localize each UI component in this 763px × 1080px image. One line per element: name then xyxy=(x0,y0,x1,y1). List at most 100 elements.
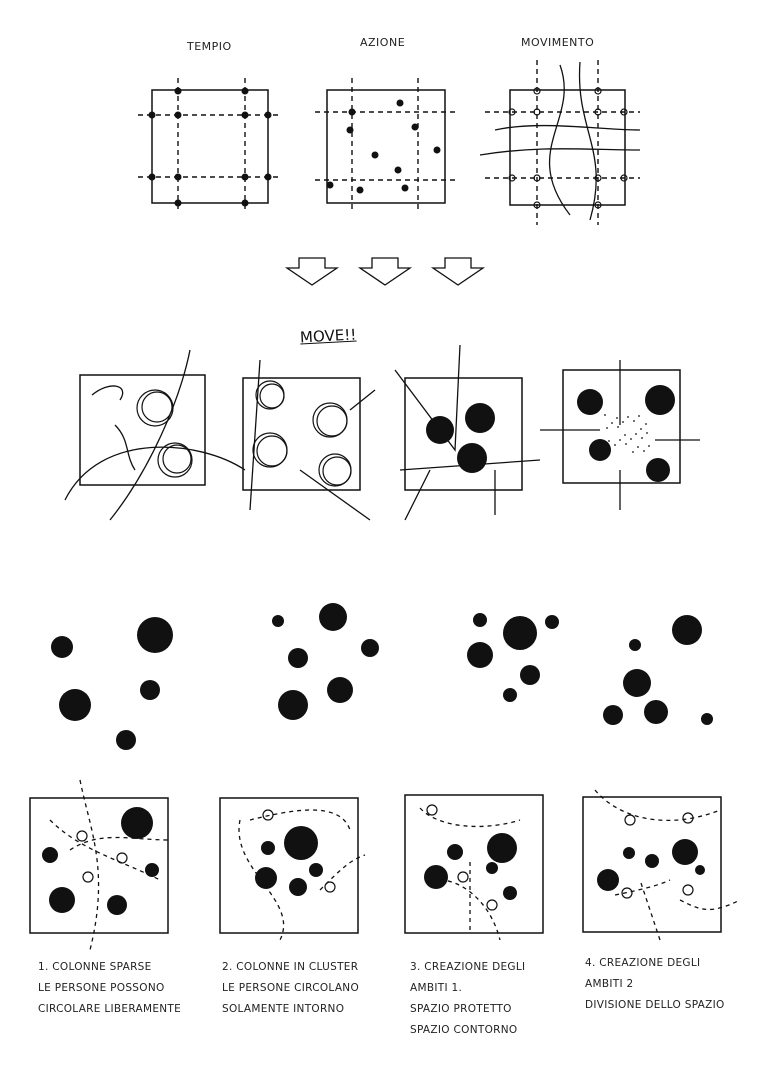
down-arrow-icon xyxy=(357,257,413,286)
crowd-dot xyxy=(611,422,613,424)
column-blob xyxy=(545,615,559,629)
caption-line: LE PERSONE POSSONO xyxy=(38,982,165,994)
column-dot xyxy=(623,847,635,859)
crowd-dot xyxy=(648,445,650,447)
column-blob xyxy=(137,617,173,653)
crowd-dot xyxy=(606,427,608,429)
movement-path xyxy=(639,879,661,941)
down-arrow-icon xyxy=(430,257,486,286)
caption-line: 3. CREAZIONE DEGLI xyxy=(410,961,526,973)
column-blob xyxy=(116,730,136,750)
column-dot xyxy=(264,173,272,181)
person-icon xyxy=(457,871,469,883)
column-ring xyxy=(620,108,628,116)
movement-path xyxy=(249,809,351,831)
column-ring xyxy=(508,108,516,116)
crowd-dot xyxy=(646,432,648,434)
column-blob xyxy=(672,615,702,645)
column-blob xyxy=(603,705,623,725)
column-blob xyxy=(59,689,91,721)
movement-path xyxy=(69,836,171,851)
column-dot xyxy=(42,847,58,863)
movement-path xyxy=(479,148,641,156)
column-blob xyxy=(503,688,517,702)
person-icon xyxy=(486,899,498,911)
column-ring xyxy=(594,108,602,116)
scenario-square-4 xyxy=(582,796,722,933)
crowd-dot xyxy=(635,433,637,435)
column-dot xyxy=(148,173,156,181)
column-dot xyxy=(174,111,182,119)
column-circle xyxy=(141,391,173,423)
concept-square-2 xyxy=(242,377,361,491)
column-dot xyxy=(447,844,463,860)
column-dot xyxy=(145,863,159,877)
crowd-dot xyxy=(609,449,611,451)
column-dot xyxy=(394,166,402,174)
column-dot xyxy=(49,887,75,913)
column-dot xyxy=(284,826,318,860)
movement-path xyxy=(594,789,721,822)
hatched-column xyxy=(589,439,611,461)
column-ring xyxy=(594,174,602,182)
crowd-dot xyxy=(633,420,635,422)
column-ring xyxy=(620,174,628,182)
caption-3: 3. CREAZIONE DEGLI AMBITI 1. SPAZIO PROT… xyxy=(410,957,525,1041)
caption-line: CIRCOLARE LIBERAMENTE xyxy=(38,1003,182,1015)
movement-path xyxy=(64,446,246,501)
column-ring xyxy=(533,174,541,182)
column-dot xyxy=(309,863,323,877)
down-arrow-icon xyxy=(284,257,340,286)
person-icon xyxy=(324,881,336,893)
column-blob xyxy=(701,713,713,725)
hatched-column xyxy=(646,458,670,482)
column-blob xyxy=(361,639,379,657)
column-dot xyxy=(486,862,498,874)
column-blob xyxy=(140,680,160,700)
column-circle xyxy=(162,444,192,474)
movimento-square xyxy=(509,89,626,206)
crowd-dot xyxy=(641,437,643,439)
crowd-dot xyxy=(638,415,640,417)
movement-path xyxy=(548,64,571,216)
person-icon xyxy=(116,852,128,864)
column-dot xyxy=(503,886,517,900)
person-icon xyxy=(426,804,438,816)
movement-path xyxy=(419,807,521,828)
crowd-dot xyxy=(614,444,616,446)
column-ring xyxy=(533,201,541,209)
concept-square-1 xyxy=(79,374,206,486)
column-blob xyxy=(272,615,284,627)
movement-path xyxy=(404,469,431,521)
column-circle xyxy=(157,442,193,478)
column-dot xyxy=(411,123,419,131)
column-dot xyxy=(645,854,659,868)
person-icon xyxy=(262,809,274,821)
column-blob xyxy=(319,603,347,631)
column-circle xyxy=(259,383,285,409)
hatched-column xyxy=(457,443,487,473)
person-icon xyxy=(682,812,694,824)
movement-path xyxy=(394,344,461,452)
person-icon xyxy=(82,871,94,883)
person-icon xyxy=(682,884,694,896)
hatched-column xyxy=(645,385,675,415)
column-blob xyxy=(327,677,353,703)
movement-path xyxy=(299,469,371,521)
column-dot xyxy=(346,126,354,134)
column-blob xyxy=(629,639,641,651)
hatched-column xyxy=(465,403,495,433)
label-movimento: MOVIMENTO xyxy=(521,36,595,49)
movement-path xyxy=(319,854,366,891)
person-icon xyxy=(624,814,636,826)
column-blob xyxy=(467,642,493,668)
column-circle xyxy=(316,405,348,437)
hatched-column xyxy=(577,389,603,415)
tempio-square xyxy=(151,89,269,204)
column-circle xyxy=(256,435,288,467)
column-dot xyxy=(241,173,249,181)
movement-path xyxy=(91,385,124,401)
column-dot xyxy=(371,151,379,159)
movement-path xyxy=(349,389,376,411)
